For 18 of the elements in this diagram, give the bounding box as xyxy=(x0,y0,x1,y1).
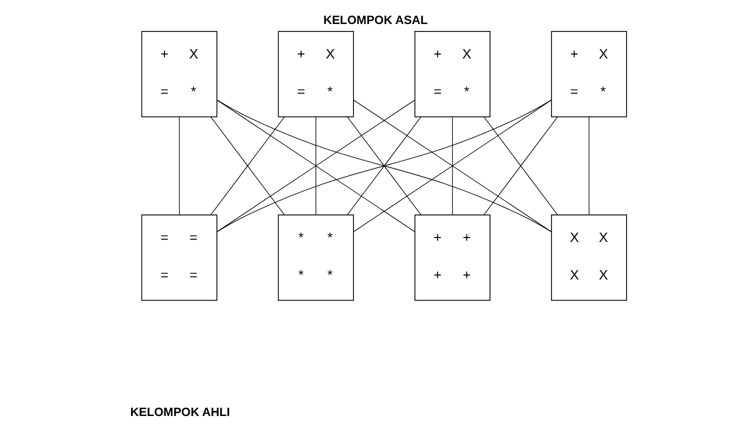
node-box: + + + + xyxy=(414,214,490,301)
node-box: * * * * xyxy=(278,214,354,301)
connector xyxy=(484,116,558,216)
node-box: X X X X xyxy=(551,214,628,301)
connector xyxy=(216,100,552,232)
connector xyxy=(353,100,552,232)
node-box: = = = = xyxy=(141,214,218,301)
diagram-title: KELOMPOK ASAL xyxy=(323,12,428,27)
connector xyxy=(216,100,416,232)
node-box: + X = * xyxy=(278,31,354,118)
node-box: + X = * xyxy=(551,31,628,118)
caption: KELOMPOK AHLI xyxy=(130,405,230,420)
node-box: + X = * xyxy=(414,31,490,118)
connector xyxy=(452,116,453,216)
connector xyxy=(588,116,590,216)
connector xyxy=(347,116,422,216)
node-box: + X = * xyxy=(141,31,218,118)
connector xyxy=(178,116,180,216)
